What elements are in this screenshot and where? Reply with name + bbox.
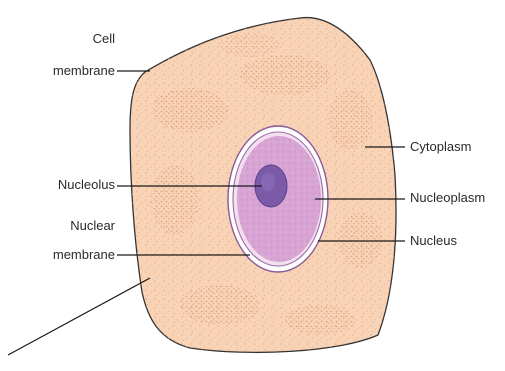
nucleolus-highlight — [261, 173, 275, 191]
label-cell-membrane-line2: membrane — [20, 63, 115, 79]
label-nuclear-membrane-line1: Nuclear — [20, 218, 115, 234]
label-nucleus: Nucleus — [410, 233, 457, 249]
label-nucleoplasm: Nucleoplasm — [410, 190, 485, 206]
label-nuclear-membrane-line2: membrane — [20, 247, 115, 263]
label-cell-membrane-line1: Cell — [40, 31, 115, 47]
stray-pointer-line — [8, 278, 150, 355]
label-nucleolus: Nucleolus — [20, 177, 115, 193]
label-cytoplasm: Cytoplasm — [410, 139, 471, 155]
nucleus — [228, 126, 328, 272]
